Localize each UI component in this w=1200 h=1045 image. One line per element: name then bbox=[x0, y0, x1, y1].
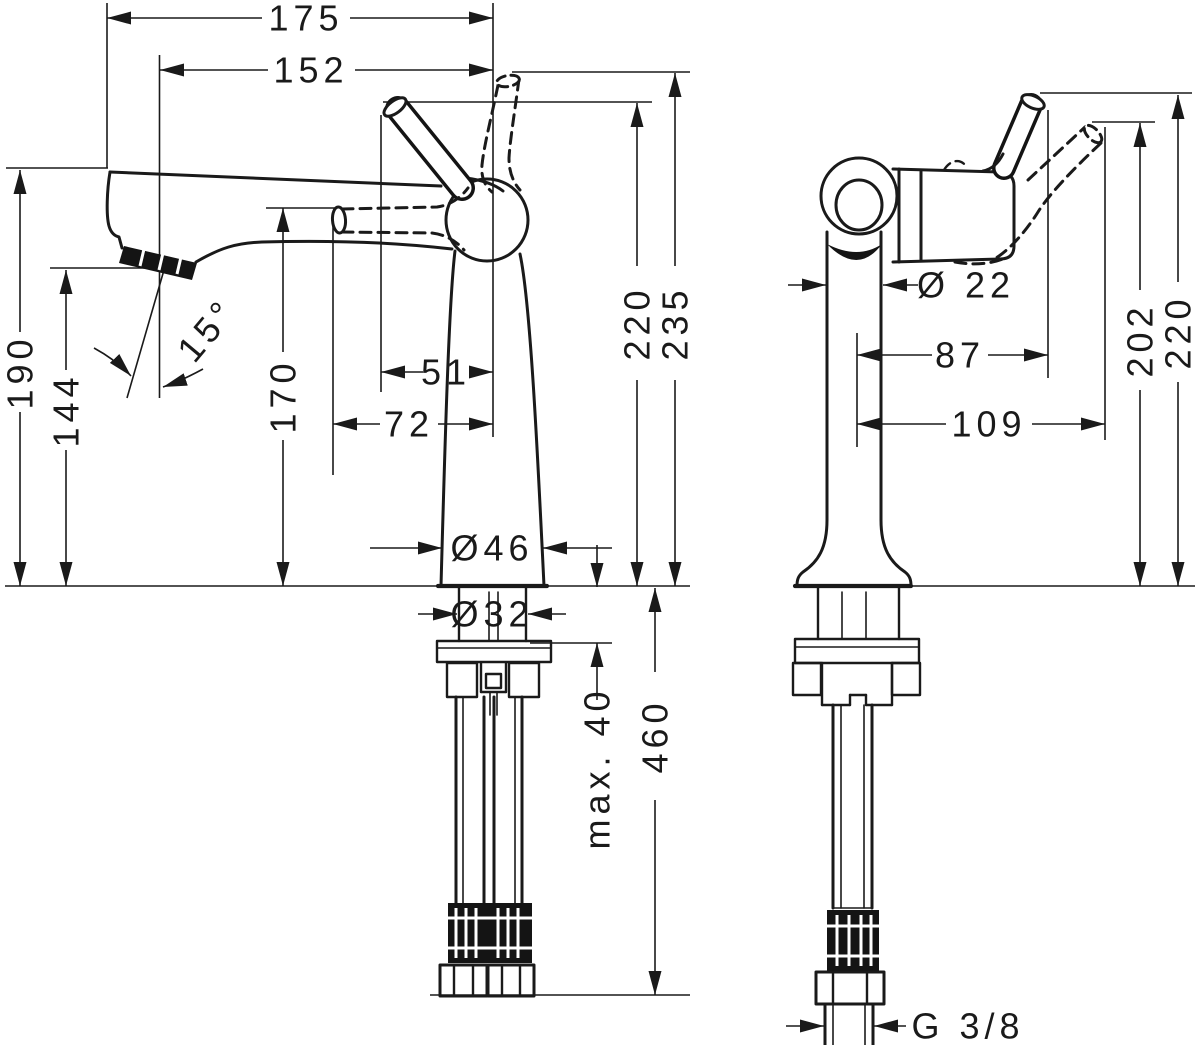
dim-height-tilted-label: 202 bbox=[1120, 302, 1161, 377]
dim-offset-outlet-tip-label: 72 bbox=[384, 404, 434, 445]
dim-offset-handle-tip-label: 51 bbox=[421, 352, 471, 393]
dim-height-back-label: 190 bbox=[0, 334, 41, 409]
dim-offset-handle-tilted: 109 bbox=[857, 404, 1105, 445]
handle-lever-front bbox=[981, 93, 1046, 180]
dim-height-upright: 220 bbox=[1158, 95, 1199, 586]
shank-right bbox=[816, 585, 901, 641]
dim-height-aerator-label: 144 bbox=[46, 372, 87, 447]
dim-offset-handle-tip: 51 bbox=[381, 352, 493, 393]
dim-dia-spout: Ø 22 bbox=[788, 265, 1015, 306]
handle-lever bbox=[382, 96, 475, 201]
dim-dia-shank: Ø32 bbox=[418, 594, 566, 635]
dim-width-spout: 152 bbox=[160, 50, 493, 91]
mounting-hardware-left bbox=[435, 639, 553, 716]
dim-dia-spout-label: Ø 22 bbox=[917, 265, 1015, 306]
dim-dia-body-label: Ø46 bbox=[450, 528, 533, 569]
thread-connector bbox=[814, 970, 886, 1045]
faucet-front-view bbox=[791, 93, 1104, 1045]
dim-height-tilted: 202 bbox=[1120, 123, 1161, 586]
hose-fitting-right bbox=[827, 910, 879, 972]
dim-height-aerator: 144 bbox=[46, 270, 87, 586]
handle-lever-tilted-hidden bbox=[953, 123, 1104, 266]
dim-thread: G 3/8 bbox=[786, 1006, 1024, 1045]
dim-width-spout-label: 152 bbox=[273, 50, 348, 91]
handle-lever-raised-hidden bbox=[480, 73, 522, 194]
dim-offset-outlet-tip: 72 bbox=[333, 404, 493, 445]
body-column bbox=[795, 230, 913, 588]
hose-fittings-left bbox=[448, 903, 532, 963]
dim-height-upright-label: 220 bbox=[1158, 294, 1199, 369]
spout-outline bbox=[105, 170, 454, 264]
dim-dia-body: Ø46 bbox=[370, 528, 612, 569]
aerator bbox=[119, 246, 197, 280]
dim-dia-shank-label: Ø32 bbox=[450, 594, 533, 635]
supply-hose-right bbox=[831, 703, 874, 910]
dim-height-outlet-label: 170 bbox=[263, 358, 304, 433]
faucet-side-view bbox=[105, 73, 553, 998]
supply-hoses bbox=[454, 695, 524, 907]
dim-spout-angle: 15° bbox=[93, 269, 245, 399]
dim-height-handle-raised: 235 bbox=[655, 73, 696, 586]
dim-height-outlet: 170 bbox=[263, 208, 304, 586]
hose-nuts-left bbox=[438, 963, 536, 998]
dim-offset-handle-label: 87 bbox=[935, 335, 985, 376]
dim-height-handle-label: 220 bbox=[617, 285, 658, 360]
spout-opening bbox=[819, 156, 899, 260]
dim-height-back: 190 bbox=[0, 170, 41, 586]
dim-hose-drop-label: 460 bbox=[635, 698, 676, 773]
handle-tip-front bbox=[1020, 93, 1046, 111]
dim-offset-handle: 87 bbox=[857, 335, 1048, 376]
body-cone bbox=[439, 249, 546, 588]
dim-height-handle-raised-label: 235 bbox=[655, 285, 696, 360]
dim-height-handle: 220 bbox=[617, 103, 658, 586]
dim-hose-drop: 460 bbox=[635, 588, 676, 995]
dim-width-overall-label: 175 bbox=[268, 0, 343, 39]
dim-spout-angle-label: 15° bbox=[169, 290, 245, 370]
dim-width-overall: 175 bbox=[107, 0, 493, 39]
handle-tip bbox=[382, 96, 408, 118]
mounting-hardware-right bbox=[791, 637, 922, 707]
side-outlet-hidden bbox=[330, 186, 470, 252]
dim-thread-label: G 3/8 bbox=[911, 1006, 1024, 1045]
shank-left bbox=[457, 585, 528, 643]
dim-max-deck: max. 40 bbox=[577, 545, 618, 850]
dim-offset-handle-tilted-label: 109 bbox=[951, 404, 1026, 445]
dim-max-deck-label: max. 40 bbox=[577, 686, 618, 849]
